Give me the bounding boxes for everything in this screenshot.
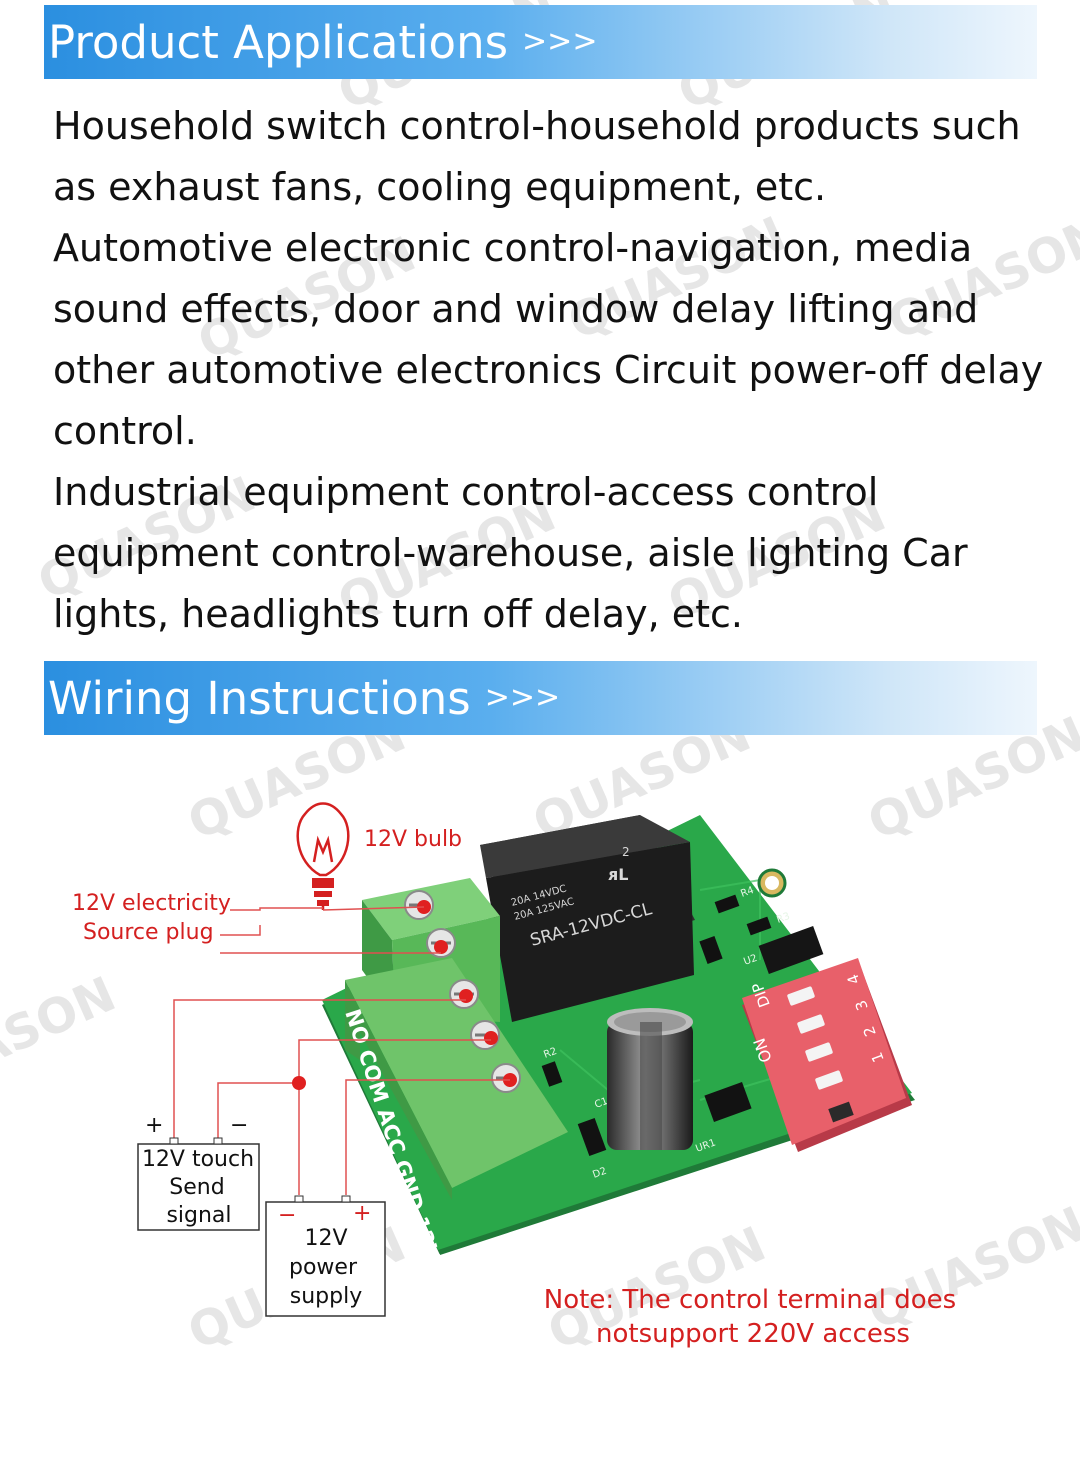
section-title: Wiring Instructions xyxy=(48,671,471,725)
text-line: lights, headlights turn off delay, etc. xyxy=(53,592,743,636)
power-line2: power xyxy=(289,1255,358,1280)
text-line: other automotive electronics Circuit pow… xyxy=(53,348,1044,392)
touch-minus: − xyxy=(230,1113,248,1138)
power-line1: 12V xyxy=(304,1226,347,1251)
capacitor xyxy=(607,1008,693,1150)
pcb-label: R2 xyxy=(542,1046,558,1061)
text-line: Household switch control-household produ… xyxy=(53,104,1021,148)
text-line: equipment control-warehouse, aisle light… xyxy=(53,531,968,575)
pcb-label: R4 xyxy=(739,885,755,900)
text-line: control. xyxy=(53,409,197,453)
bulb-icon xyxy=(296,802,350,910)
note-line1: Note: The control terminal does xyxy=(544,1285,956,1315)
touch-line3: signal xyxy=(166,1203,231,1228)
power-minus: − xyxy=(278,1203,296,1228)
relay: 20A 14VDC 20A 125VAC SRA-12VDC-CL 2 ᴙL xyxy=(480,815,695,1022)
text-line: as exhaust fans, cooling equipment, etc. xyxy=(53,165,827,209)
terminal-block xyxy=(345,878,568,1200)
pcb-label: R3 xyxy=(775,911,791,926)
relay-mark: 2 xyxy=(622,845,630,859)
touch-line2: Send xyxy=(169,1175,224,1200)
wiring-diagram: R4 R3 U2 D2 C1 R2 UR1 20A 14VDC 20A 125V… xyxy=(72,802,956,1349)
text-line: Automotive electronic control-navigation… xyxy=(53,226,973,270)
wires xyxy=(173,906,510,1195)
section-header-product-applications: Product Applications >>> xyxy=(44,5,1037,79)
pcb-label: U2 xyxy=(742,953,759,968)
power-line3: supply xyxy=(290,1284,362,1309)
section-arrows: >>> xyxy=(522,24,598,59)
bulb-label: 12V bulb xyxy=(364,827,462,852)
dip-switch: ON DIP 4 3 2 1 xyxy=(742,958,912,1152)
pcb-label: C1 xyxy=(593,1096,609,1111)
touch-line1: 12V touch xyxy=(142,1147,254,1172)
source-label-line1: 12V electricity xyxy=(72,891,231,916)
touch-plus: + xyxy=(145,1113,163,1138)
ul-mark-icon: ᴙL xyxy=(608,865,628,884)
note-line2: notsupport 220V access xyxy=(596,1319,910,1349)
text-line: sound effects, door and window delay lif… xyxy=(53,287,979,331)
section-title: Product Applications xyxy=(48,15,509,69)
text-line: Industrial equipment control-access cont… xyxy=(53,470,879,514)
power-supply-box: − + 12V power supply xyxy=(265,1195,386,1317)
power-plus: + xyxy=(353,1201,371,1226)
source-label-line2: Source plug xyxy=(83,920,214,945)
applications-text: Household switch control-household produ… xyxy=(53,96,1043,645)
wire-junction xyxy=(292,1076,306,1090)
section-arrows: >>> xyxy=(484,680,561,715)
pcb-label: D2 xyxy=(591,1166,608,1181)
section-header-wiring-instructions: Wiring Instructions >>> xyxy=(44,661,1037,735)
touch-signal-box: + − 12V touch Send signal xyxy=(137,1113,260,1231)
